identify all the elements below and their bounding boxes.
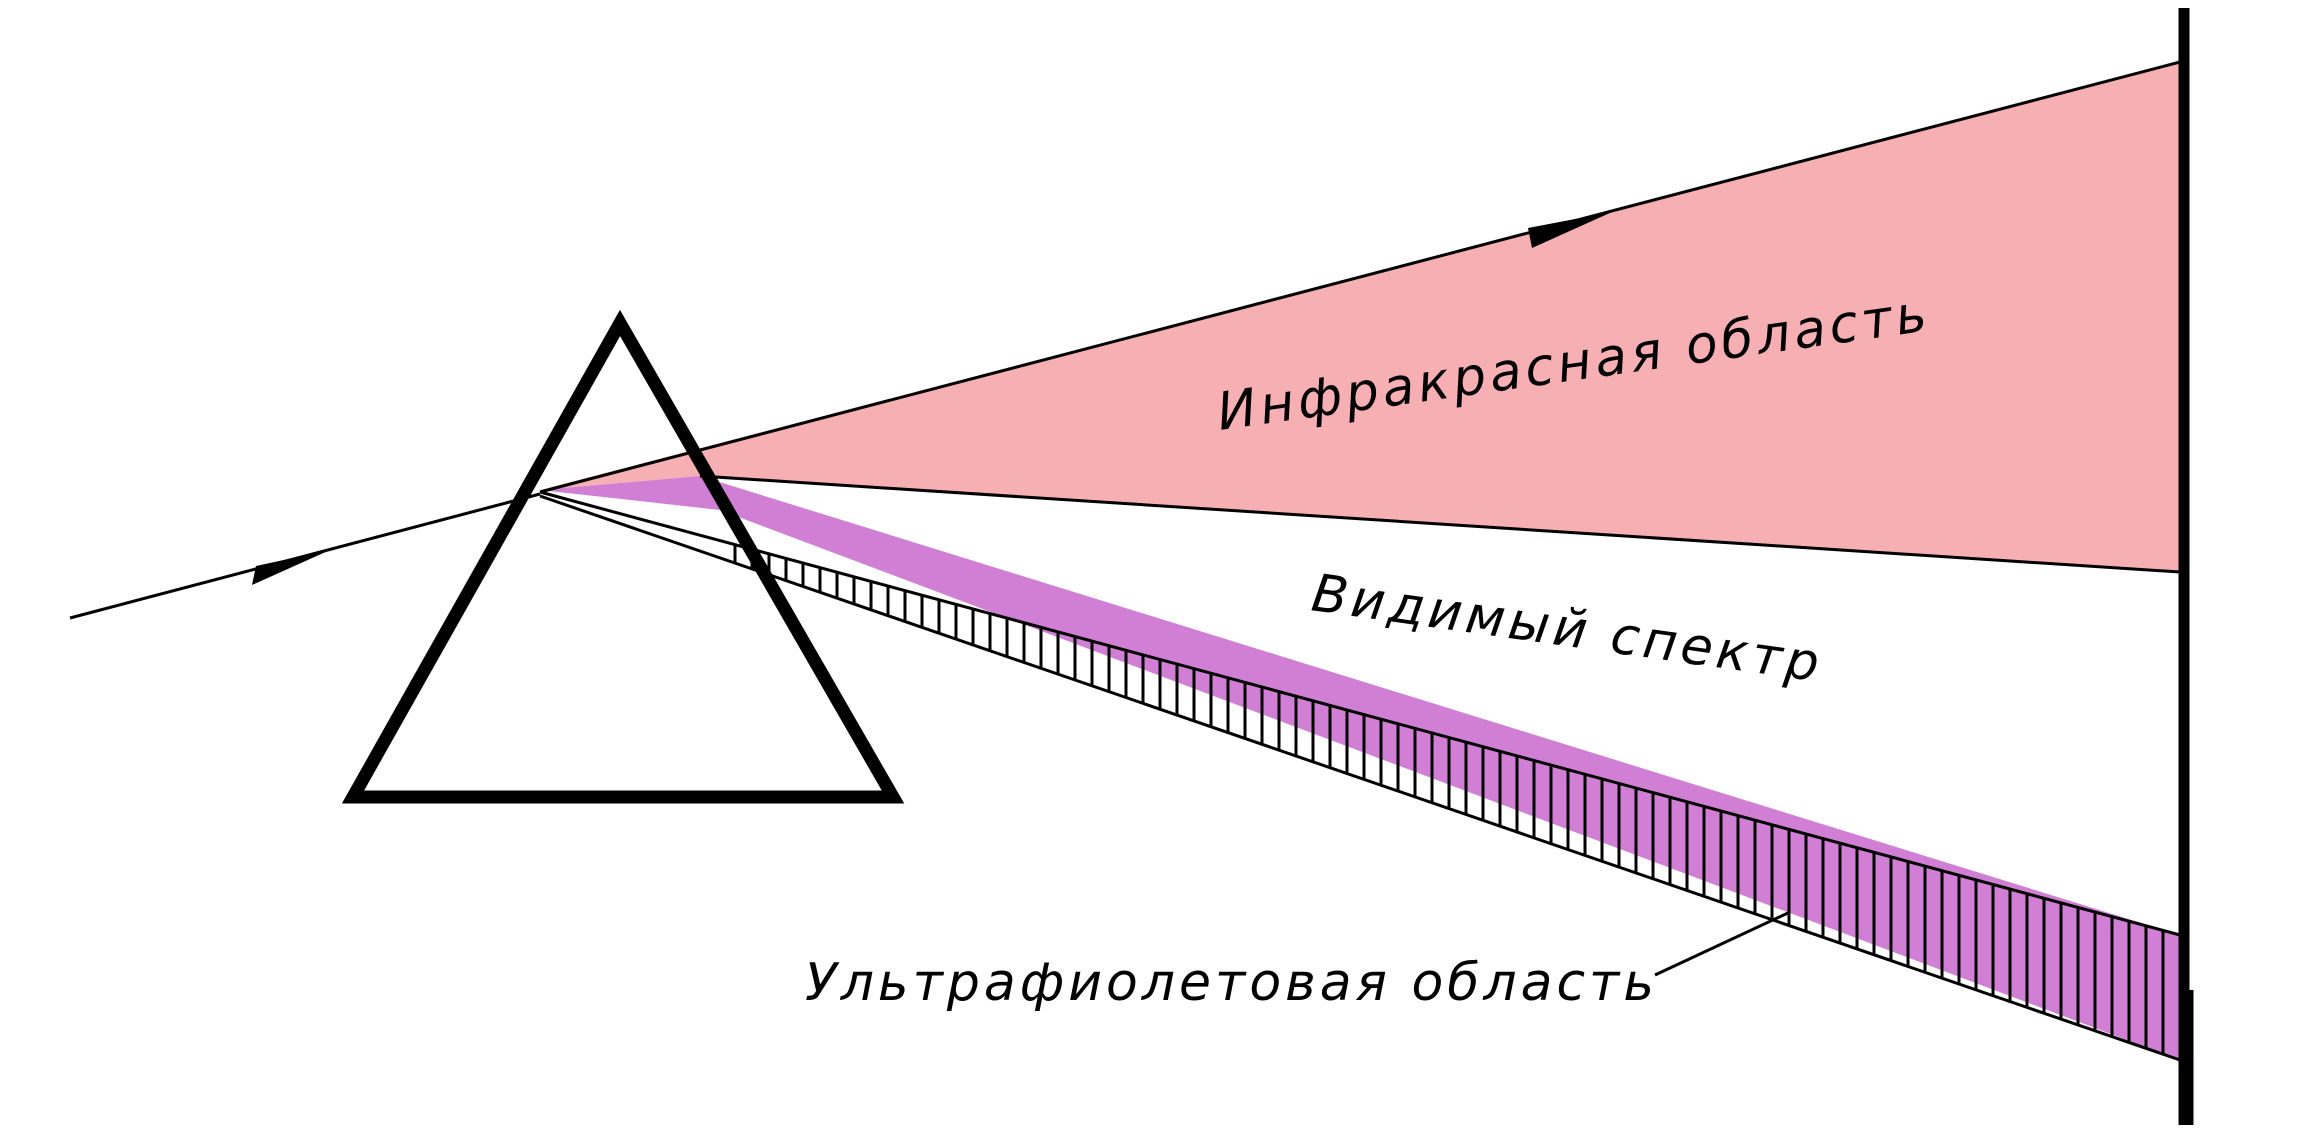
ultraviolet-lower-ray [539, 494, 2181, 1062]
infrared-region [540, 62, 2180, 572]
prism-triangle [341, 309, 905, 804]
infrared-upper-ray [539, 60, 2181, 494]
ultraviolet-hatching [733, 544, 2165, 1055]
ultraviolet-label: Ультрафиолетовая область [805, 953, 1658, 1013]
ultraviolet-upper-ray [539, 490, 2181, 937]
upper-ray-arrow-icon [1528, 212, 1612, 248]
infrared-lower-ray [699, 474, 2181, 574]
visible-spectrum-label: Видимый спектр [1308, 563, 1826, 694]
ultraviolet-leader-line [1654, 910, 1791, 977]
incident-ray-arrow-icon [252, 550, 330, 585]
